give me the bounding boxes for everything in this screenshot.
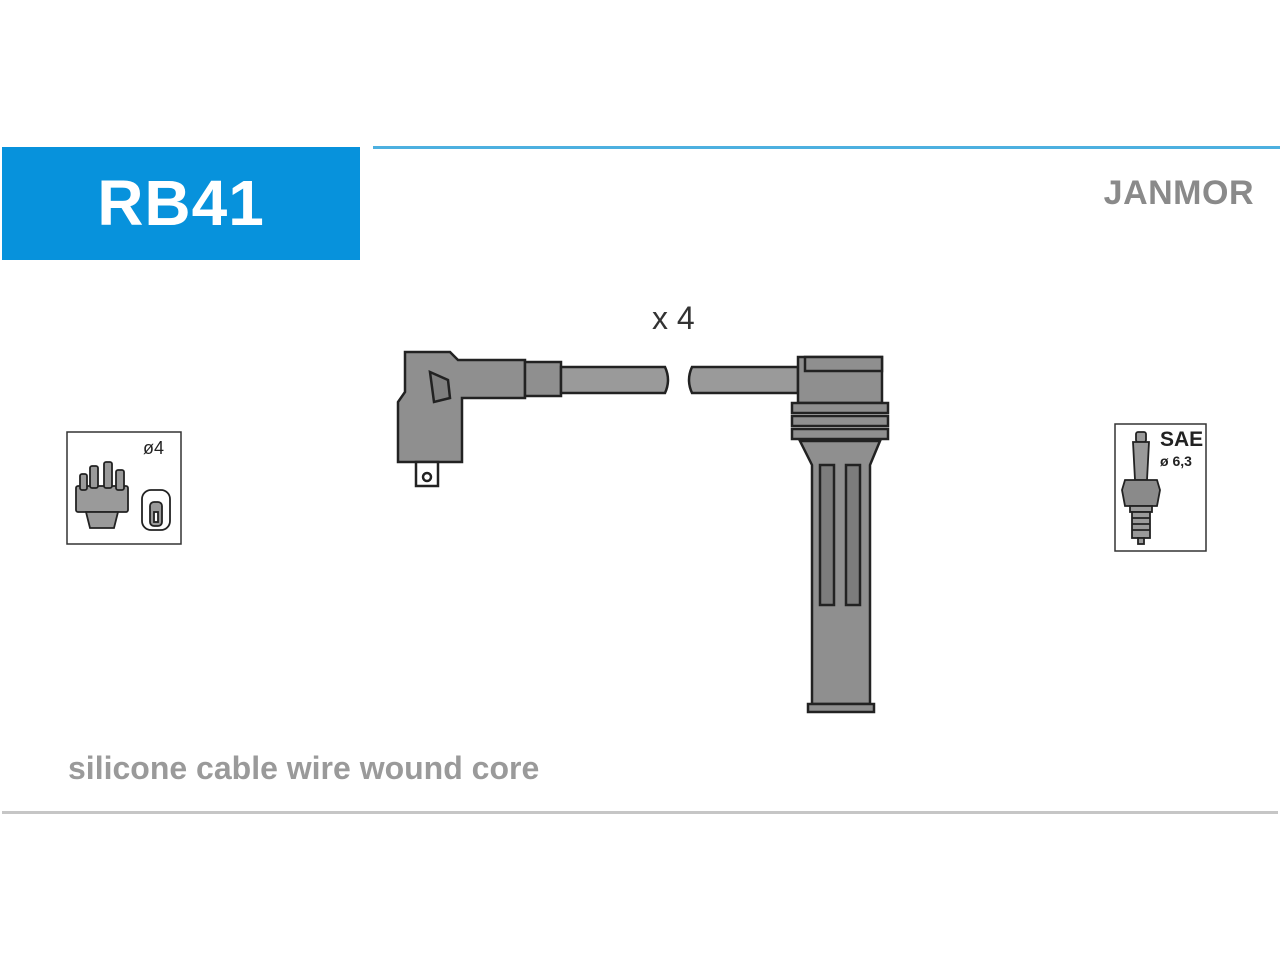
part-code: RB41 [97, 167, 265, 239]
distributor-cap-icon: ø4 [66, 431, 182, 545]
part-code-banner: RB41 [2, 147, 360, 260]
distributor-boot [396, 350, 563, 488]
cable [559, 365, 800, 395]
bottom-divider [2, 811, 1278, 814]
coil-boot [790, 355, 890, 714]
top-divider [373, 146, 1280, 149]
spark-plug-standard-label: SAE [1160, 428, 1203, 451]
quantity-label: x 4 [652, 300, 695, 336]
cable-description: silicone cable wire wound core [68, 750, 540, 786]
spark-plug-diameter-label: ø 6,3 [1160, 453, 1192, 469]
brand-name: JANMOR [1103, 174, 1254, 212]
distributor-diameter-label: ø4 [143, 438, 164, 458]
spark-plug-icon: SAE ø 6,3 [1114, 423, 1207, 552]
